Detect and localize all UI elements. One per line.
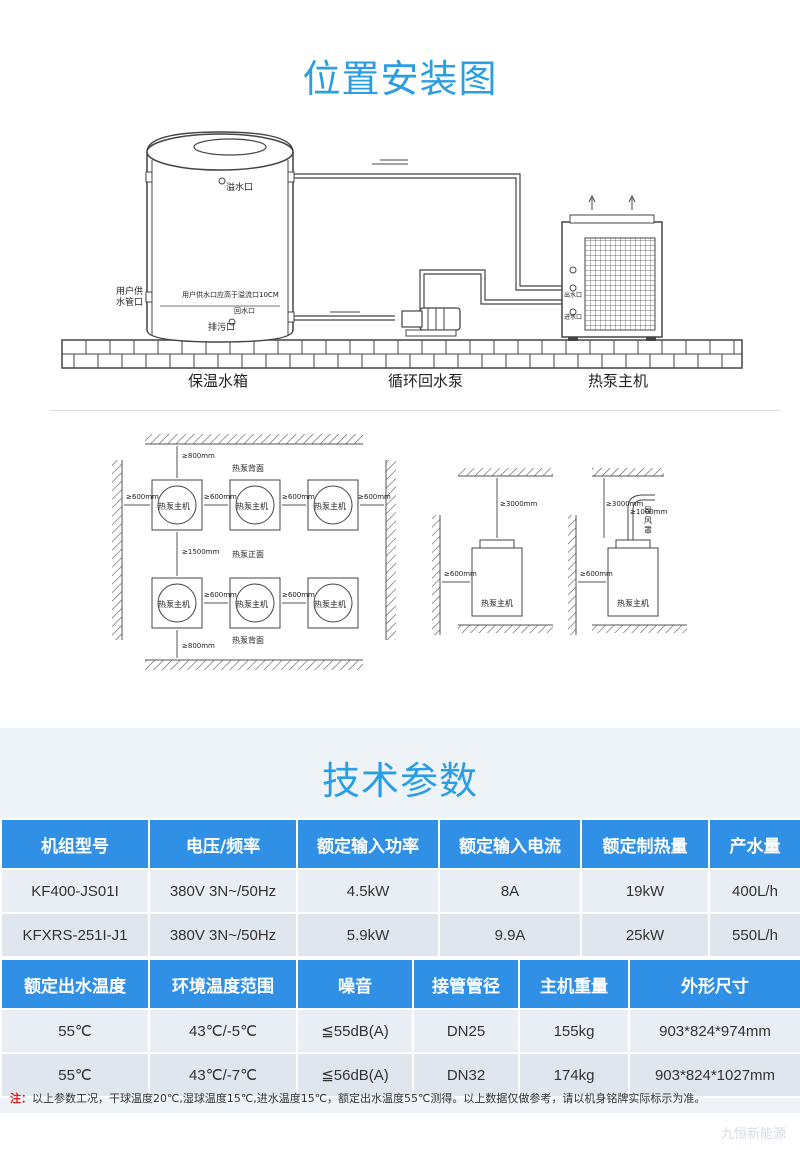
table-cell: 174kg	[518, 1052, 630, 1098]
front-label: 热泵正面	[232, 550, 264, 559]
unit-label: 热泵主机	[314, 502, 346, 511]
overflow-label: 溢水口	[226, 183, 254, 193]
clearance-label: ≥600mm	[126, 493, 159, 501]
spec-title: 技术参数	[321, 759, 478, 803]
supply-label-1: 用户供	[116, 287, 144, 297]
spec-table-1: 机组型号 电压/频率 额定输入功率 额定输入电流 额定制热量 产水量 KF400…	[0, 818, 800, 958]
clearance-label: ≥600mm	[358, 493, 391, 501]
table-cell: 380V 3N~/50Hz	[148, 912, 298, 958]
clearance-diagram	[112, 434, 687, 670]
inlet-port-label: 进水口	[564, 314, 583, 321]
clearance-label: ≥600mm	[444, 570, 477, 578]
table-cell: KF400-JS01I	[0, 868, 150, 914]
table-cell: 903*824*974mm	[628, 1008, 800, 1054]
table-header: 额定制热量	[580, 818, 710, 870]
clearance-label: ≥1000mm	[630, 508, 668, 516]
table-cell: 43℃/-7℃	[148, 1052, 298, 1098]
table-cell: 155kg	[518, 1008, 630, 1054]
unit-label: 热泵主机	[617, 599, 649, 608]
table-row: 55℃ 43℃/-5℃ ≦55dB(A) DN25 155kg 903*824*…	[0, 1008, 800, 1054]
dimension-arrows	[124, 446, 606, 658]
table-header-row: 额定出水温度 环境温度范围 噪音 接管管径 主机重量 外形尺寸	[0, 958, 800, 1010]
table-header: 外形尺寸	[628, 958, 800, 1010]
host-label: 热泵主机	[588, 372, 649, 390]
unit-label: 热泵主机	[236, 600, 268, 609]
table-row: KFXRS-251I-J1 380V 3N~/50Hz 5.9kW 9.9A 2…	[0, 912, 800, 958]
table-cell: ≦55dB(A)	[296, 1008, 414, 1054]
clearance-label: ≥600mm	[204, 591, 237, 599]
table-cell: KFXRS-251I-J1	[0, 912, 150, 958]
unit-label: 热泵主机	[314, 600, 346, 609]
table-cell: 43℃/-5℃	[148, 1008, 298, 1054]
back-label: 热泵背面	[232, 464, 264, 473]
walls	[112, 434, 687, 670]
clearance-label: ≥800mm	[182, 452, 215, 460]
footnote: 注：以上参数工况，干球温度20℃,湿球温度15℃,进水温度15℃，额定出水温度5…	[10, 1090, 705, 1106]
table-cell: 400L/h	[708, 868, 800, 914]
table-cell: 903*824*1027mm	[628, 1052, 800, 1098]
table-cell: DN32	[412, 1052, 520, 1098]
clearance-label: ≥600mm	[204, 493, 237, 501]
clearance-label: ≥3000mm	[500, 500, 538, 508]
circulation-pump	[401, 307, 461, 337]
clearance-label: ≥600mm	[282, 591, 315, 599]
table-cell: 380V 3N~/50Hz	[148, 868, 298, 914]
table-header-row: 机组型号 电压/频率 额定输入功率 额定输入电流 额定制热量 产水量	[0, 818, 800, 870]
table-cell: 55℃	[0, 1052, 150, 1098]
install-title: 位置安装图	[302, 57, 498, 101]
table-cell: DN25	[412, 1008, 520, 1054]
table-cell: 19kW	[580, 868, 710, 914]
table-cell: ≦56dB(A)	[296, 1052, 414, 1098]
table-row: 55℃ 43℃/-7℃ ≦56dB(A) DN32 174kg 903*824*…	[0, 1052, 800, 1098]
table-header: 噪音	[296, 958, 414, 1010]
table-header: 主机重量	[518, 958, 630, 1010]
drain-label: 排污口	[208, 323, 236, 333]
table-cell: 9.9A	[438, 912, 582, 958]
unit-label: 热泵主机	[481, 599, 513, 608]
table-header: 额定输入电流	[438, 818, 582, 870]
spec-table-2: 额定出水温度 环境温度范围 噪音 接管管径 主机重量 外形尺寸 55℃ 43℃/…	[0, 958, 800, 1098]
unit-label: 热泵主机	[236, 502, 268, 511]
water-tank	[145, 131, 295, 343]
table-cell: 8A	[438, 868, 582, 914]
table-cell: 550L/h	[708, 912, 800, 958]
tank-label: 保温水箱	[188, 372, 249, 390]
section-divider	[50, 410, 780, 411]
table-row: KF400-JS01I 380V 3N~/50Hz 4.5kW 8A 19kW …	[0, 868, 800, 914]
back-label: 热泵背面	[232, 636, 264, 645]
table-header: 环境温度范围	[148, 958, 298, 1010]
supply-note: 用户供水口应高于溢流口10CM	[182, 291, 279, 299]
watermark: 九恒新能源	[720, 1127, 786, 1142]
clearance-label: ≥3000mm	[606, 500, 644, 508]
table-header: 接管管径	[412, 958, 520, 1010]
footnote-prefix: 注：	[10, 1092, 32, 1105]
table-header: 额定输入功率	[296, 818, 440, 870]
heat-pump-unit	[561, 194, 663, 341]
table-header: 产水量	[708, 818, 800, 870]
table-cell: 4.5kW	[296, 868, 440, 914]
installation-diagram	[61, 131, 743, 369]
clearance-label: ≥600mm	[282, 493, 315, 501]
table-header: 电压/频率	[148, 818, 298, 870]
table-header: 机组型号	[0, 818, 150, 870]
clearance-label: ≥800mm	[182, 642, 215, 650]
unit-label: 热泵主机	[158, 600, 190, 609]
supply-label-2: 水管口	[116, 298, 144, 308]
duct-label: 导风罩	[644, 506, 652, 535]
pump-label: 循环回水泵	[388, 372, 464, 390]
table-cell: 5.9kW	[296, 912, 440, 958]
table-cell: 25kW	[580, 912, 710, 958]
pipes	[294, 159, 562, 321]
unit-boxes	[151, 479, 659, 629]
table-cell: 55℃	[0, 1008, 150, 1054]
clearance-label: ≥1500mm	[182, 548, 220, 556]
return-port-label: 回水口	[234, 307, 255, 315]
footnote-text: 以上参数工况，干球温度20℃,湿球温度15℃,进水温度15℃，额定出水温度55℃…	[32, 1092, 706, 1105]
outlet-port-label: 出水口	[564, 292, 583, 299]
table-header: 额定出水温度	[0, 958, 150, 1010]
brick-ground	[61, 339, 743, 369]
clearance-label: ≥600mm	[580, 570, 613, 578]
unit-label: 热泵主机	[158, 502, 190, 511]
